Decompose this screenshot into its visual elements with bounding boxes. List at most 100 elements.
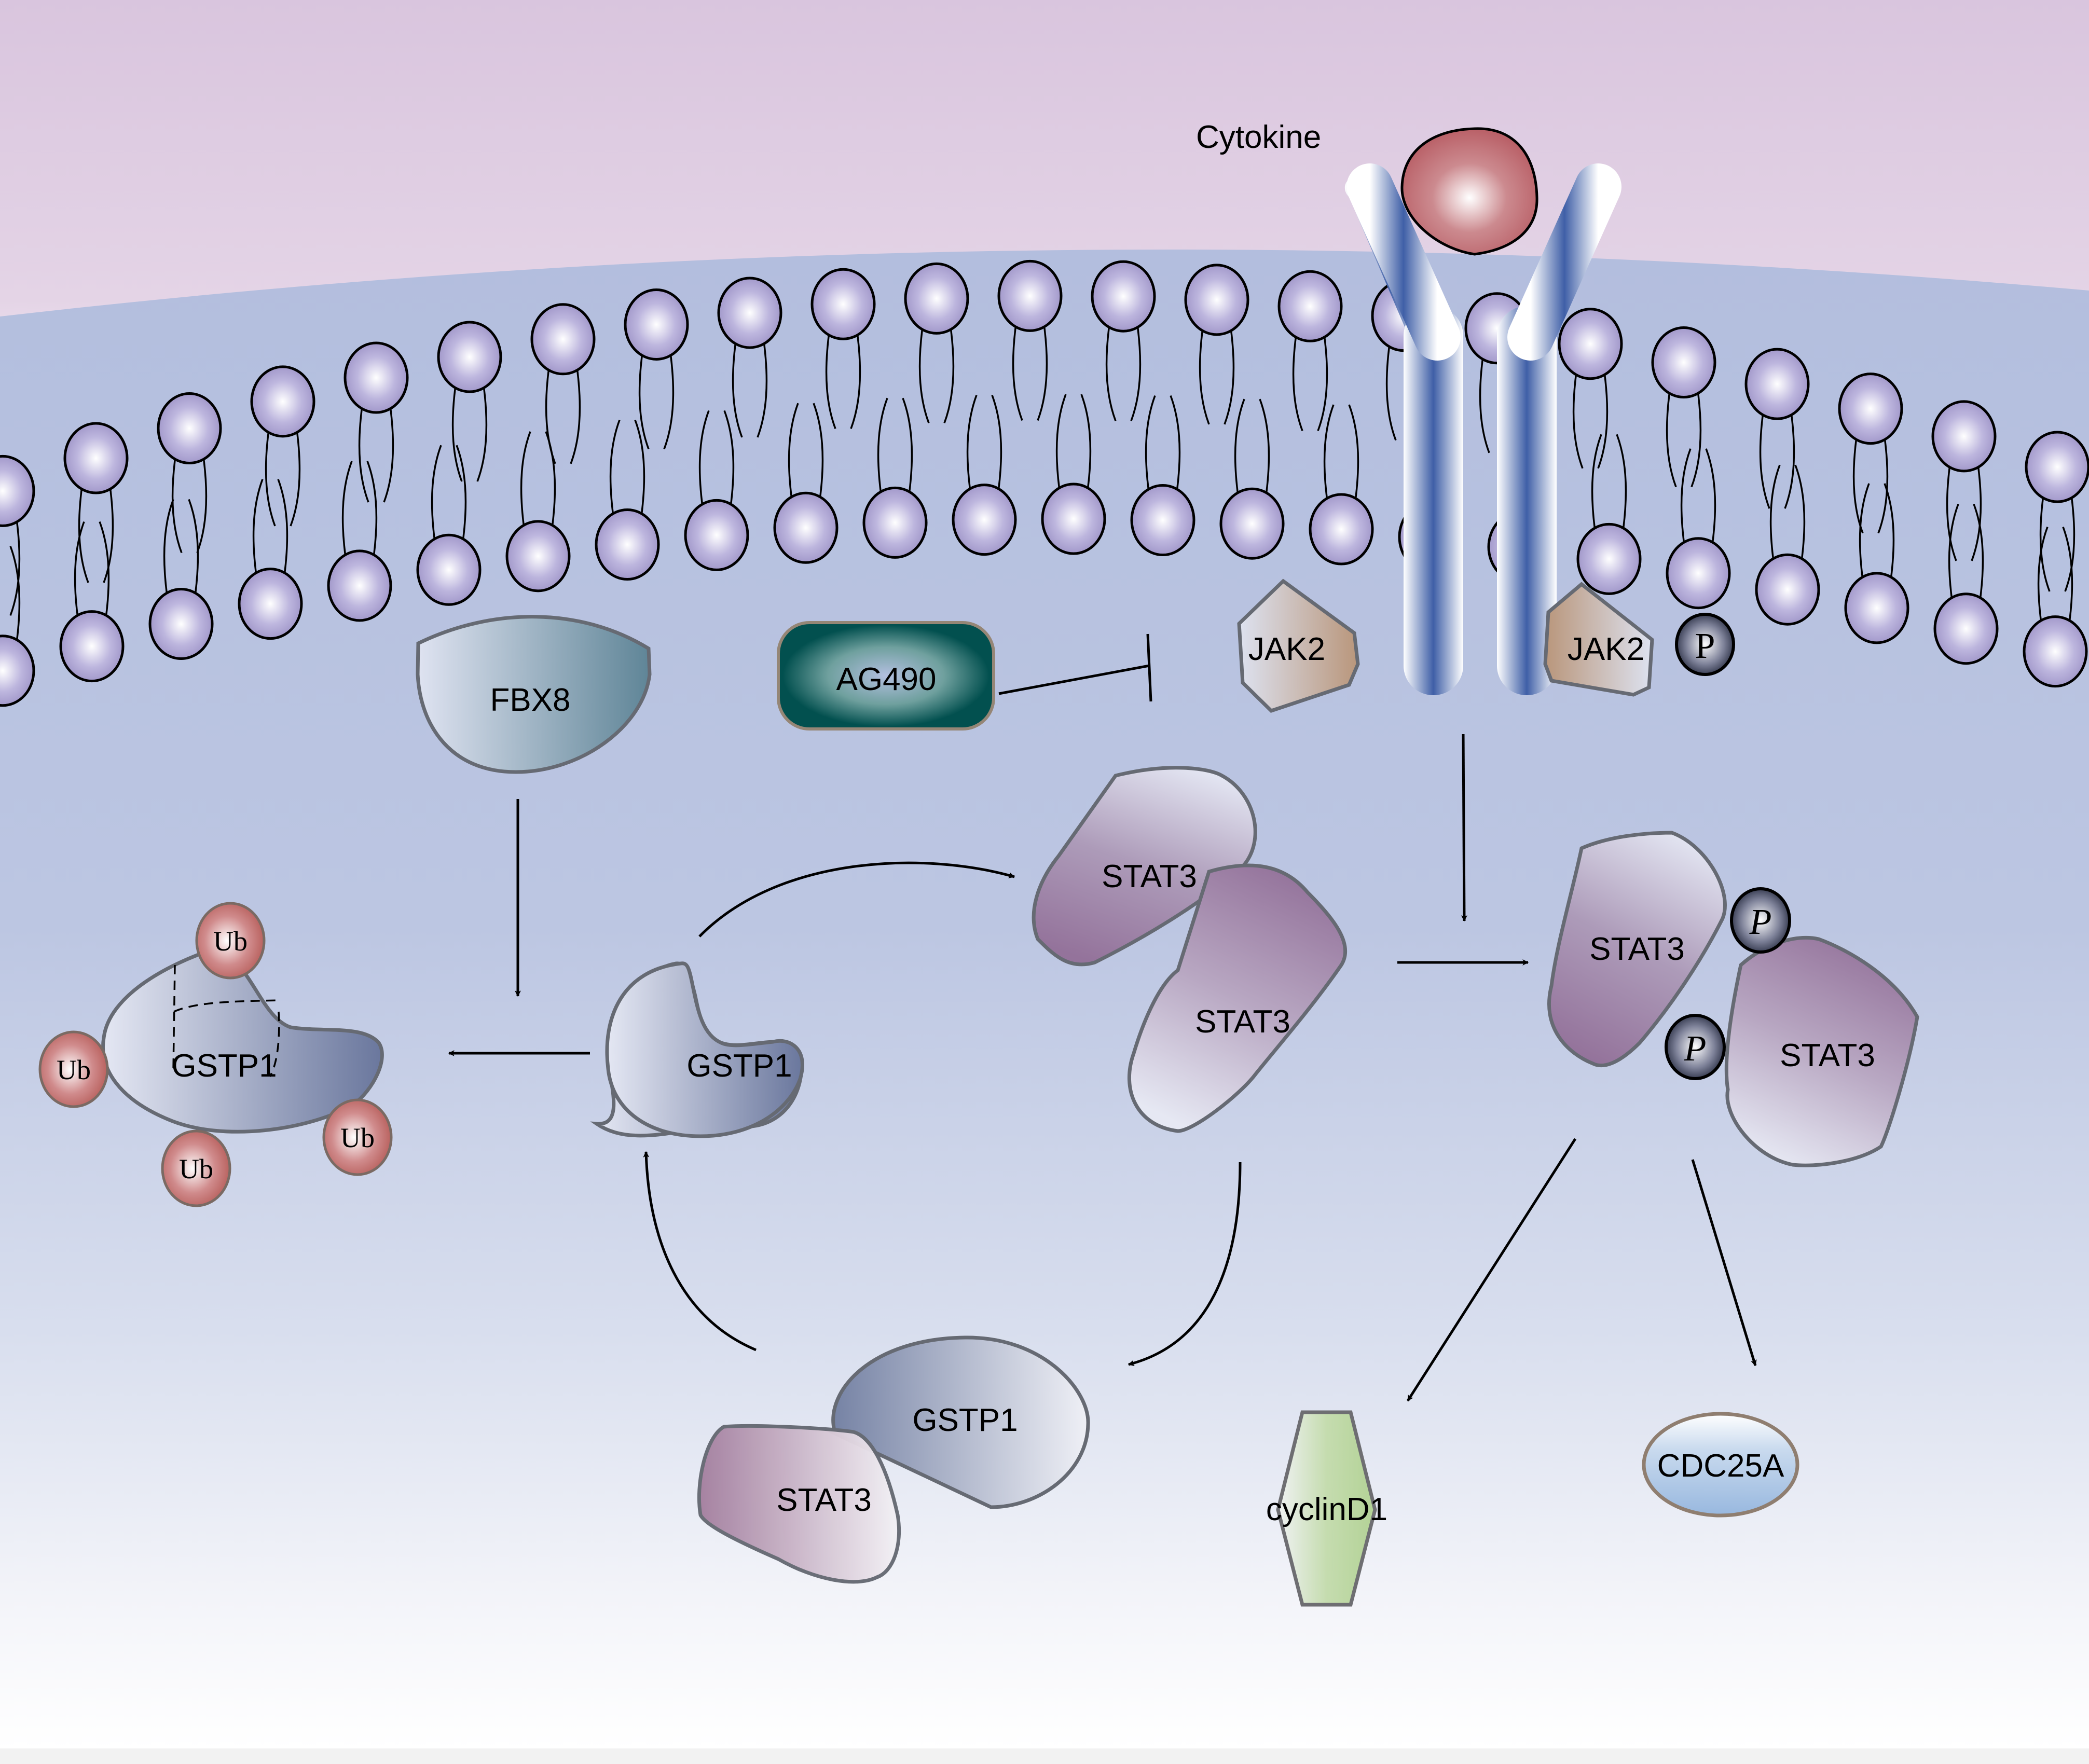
lipid-tail-pair [358, 398, 394, 503]
lipid-head [1666, 537, 1731, 610]
lipid-head [157, 392, 222, 465]
lipid-tail-pair [1199, 320, 1235, 425]
lipid-tail-pair [1680, 448, 1716, 553]
lipid-head [238, 568, 303, 640]
svg-text:P: P [1749, 902, 1772, 942]
cyclind1[interactable]: cyclinD1 [1266, 1410, 1387, 1607]
svg-text:P: P [1684, 1029, 1707, 1069]
lipid-head [684, 499, 749, 571]
lipid-tail-pair [1759, 404, 1795, 509]
receptor-stalk-left [1404, 306, 1463, 695]
ubiquitin-top: Ub [195, 902, 266, 980]
lipid-tail-pair [1591, 434, 1627, 539]
cytokine-receptor[interactable] [1344, 163, 1621, 695]
gstp1-ubiquitinated-label: GSTP1 [171, 1048, 277, 1084]
lipid-tail-pair [1234, 398, 1270, 503]
gstp1-free-label: GSTP1 [686, 1048, 792, 1084]
lipid-tail-pair [1859, 483, 1895, 588]
lipid-tail-pair [1572, 364, 1609, 469]
lipid-head [717, 277, 782, 349]
cyclind1-label: cyclinD1 [1266, 1492, 1387, 1527]
ubiquitinated-gstp1[interactable]: GSTP1 Ub Ub Ub Ub [38, 902, 393, 1207]
cytokine-ligand [1400, 127, 1538, 256]
edge-stat3-to-complex [1128, 1162, 1242, 1367]
lipid-head [1309, 493, 1374, 566]
dashed-fold [172, 964, 281, 1077]
stat3-top: STAT3 [1032, 766, 1257, 967]
ubiquitin-bottom: Ub [161, 1129, 231, 1207]
jak2-right[interactable]: JAK2 P [1543, 582, 1735, 697]
lipid-head [63, 422, 129, 494]
lipid-head [327, 549, 392, 622]
gstp1-stat3-complex[interactable]: GSTP1 STAT3 [697, 1335, 1090, 1584]
lipid-head [810, 268, 876, 340]
jak2-right-shape [1543, 582, 1654, 697]
lipid-tail-pair [1948, 504, 1984, 608]
lipid-tail-pair [966, 395, 1002, 499]
cdc25a[interactable]: CDC25A [1642, 1412, 1799, 1518]
bottom-strip [0, 1748, 2089, 1761]
lipid-head [1184, 264, 1249, 336]
lipid-head [416, 533, 482, 606]
lipid-head [0, 635, 35, 707]
lipid-head [952, 484, 1017, 556]
cdc25a-label: CDC25A [1657, 1448, 1784, 1484]
lipid-tail-pair [1946, 457, 1982, 561]
svg-text:Ub: Ub [179, 1153, 213, 1184]
lipid-tail-pair [732, 333, 768, 438]
stat3-dimer[interactable]: STAT3 STAT3 [1032, 766, 1348, 1133]
lipid-head [148, 588, 214, 660]
complex-stat3: STAT3 [697, 1424, 901, 1584]
lipid-tail-pair [638, 345, 675, 450]
lipid-head [773, 491, 839, 564]
phosphate-icon: P [1665, 1014, 1726, 1080]
lipid-head [2023, 615, 2088, 688]
ag490-shape [777, 621, 995, 731]
phospho-stat3-dimer[interactable]: STAT3 STAT3 P P [1547, 831, 1919, 1167]
fbx8-shape [416, 615, 652, 774]
gstp1-free[interactable]: GSTP1 [590, 961, 804, 1138]
svg-text:GSTP1: GSTP1 [912, 1402, 1018, 1438]
lipid-head [1651, 326, 1716, 399]
lipid-head [1931, 400, 1997, 473]
cyclind1-shape [1276, 1410, 1377, 1607]
lipid-tail-pair [520, 431, 556, 536]
lipid-head [862, 486, 928, 559]
jak2-right-label: JAK2 [1568, 631, 1644, 667]
jak2-left-shape [1237, 578, 1360, 713]
fbx8[interactable]: FBX8 [416, 615, 652, 774]
lipid-tail-pair [2037, 527, 2073, 631]
lipid-tail-pair [9, 546, 21, 650]
cytokine[interactable]: Cytokine [1196, 119, 1538, 256]
lipid-tail-pair [74, 521, 110, 626]
lipid-tail-pair [877, 397, 913, 502]
jak2-left[interactable]: JAK2 [1237, 578, 1360, 713]
lipid-head [343, 341, 409, 414]
lipid-tail-pair [163, 499, 199, 603]
edge-complex-to-gstp1 [643, 1151, 757, 1352]
gstp1-ubiquitinated-shape [101, 947, 384, 1134]
receptor-stalk-right [1497, 306, 1557, 695]
lipid-tail-pair [451, 377, 488, 482]
svg-text:Ub: Ub [213, 926, 248, 957]
lipid-tail-pair [1769, 464, 1806, 569]
lipid-head [1277, 270, 1343, 342]
jak2-left-label: JAK2 [1248, 631, 1325, 667]
lipid-head [1744, 348, 1810, 420]
lipid-tail-pair [1012, 316, 1048, 421]
lipid-head [1558, 308, 1623, 380]
pstat3-right: STAT3 [1724, 936, 1919, 1167]
lipid-head [1130, 484, 1195, 557]
lipid-head [1041, 483, 1106, 555]
ag490-label: AG490 [836, 662, 936, 697]
lipid-head [1219, 487, 1285, 560]
ag490-inhibitor[interactable]: AG490 [777, 621, 995, 731]
lipid-tail-pair [431, 445, 467, 549]
lipid-head [1091, 260, 1156, 333]
lipid-tail-pair [171, 449, 208, 554]
svg-text:STAT3: STAT3 [1102, 859, 1197, 894]
fbx8-label: FBX8 [490, 682, 570, 718]
cytokine-label: Cytokine [1196, 119, 1321, 155]
ubiquitin-left: Ub [38, 1030, 109, 1108]
lipid-head [997, 259, 1063, 332]
